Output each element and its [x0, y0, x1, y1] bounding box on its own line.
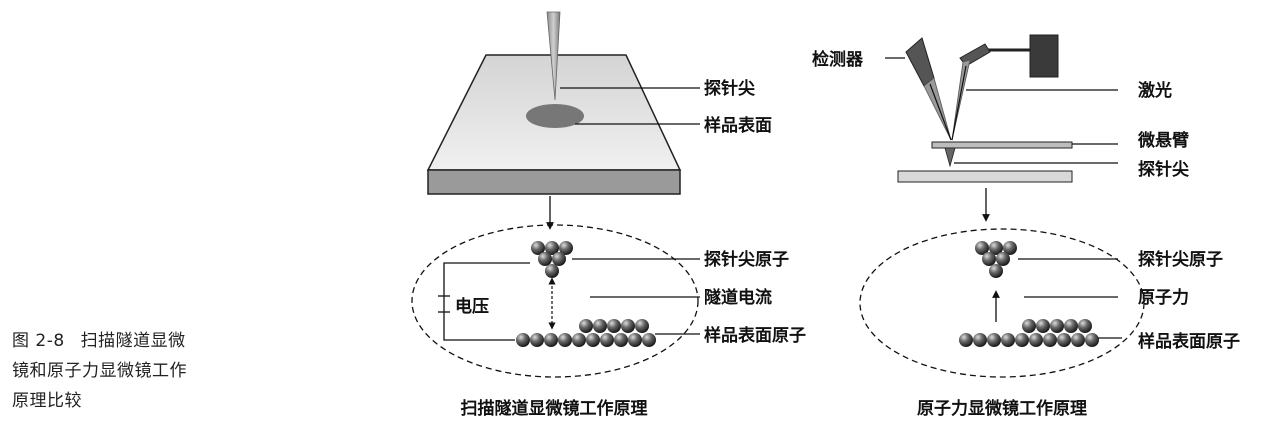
- afm-label-detector: 检测器: [812, 49, 864, 70]
- stm-label-probe-tip: 探针尖: [704, 78, 756, 99]
- caption-line-1: 扫描隧道显微: [80, 331, 186, 351]
- afm-title: 原子力显微镜工作原理: [917, 398, 1087, 419]
- afm-label-surface-atoms: 样品表面原子: [1138, 331, 1240, 352]
- afm-label-tip-atoms: 探针尖原子: [1138, 249, 1223, 270]
- afm-laser-beam: [951, 65, 967, 141]
- stm-zoom-ellipse: [411, 224, 699, 378]
- stm-surface-atoms: [516, 319, 656, 347]
- stm-surface-spot: [526, 104, 584, 128]
- stm-probe-tip: [546, 11, 561, 101]
- stm-voltage-bracket: [438, 262, 530, 341]
- afm-probe-tip: [944, 147, 956, 168]
- caption-line-3: 原理比较: [12, 391, 82, 411]
- stm-title: 扫描隧道显微镜工作原理: [461, 398, 648, 419]
- afm-detector: [905, 37, 952, 141]
- afm-tip-atoms: [975, 241, 1017, 278]
- afm-label-probe-tip: 探针尖: [1138, 159, 1190, 180]
- stm-diagram: 探针尖 样品表面: [411, 11, 806, 419]
- afm-diagram: 检测器 激光 微悬臂 探针尖: [812, 34, 1240, 419]
- stm-label-tip-atoms: 探针尖原子: [704, 249, 789, 270]
- afm-reflected-beam: [929, 83, 952, 141]
- stm-label-tunnel-current: 隧道电流: [704, 287, 772, 308]
- afm-laser-source: [951, 34, 1059, 141]
- afm-zoom-ellipse: [859, 228, 1145, 378]
- caption-number: 图 2-8: [12, 331, 65, 351]
- figure-caption: 图 2-8 扫描隧道显微 镜和原子力显微镜工作 原理比较: [12, 326, 252, 416]
- afm-sample: [897, 170, 1073, 183]
- stm-label-sample-surface: 样品表面: [704, 115, 772, 136]
- stm-label-voltage: 电压: [455, 296, 489, 317]
- afm-cantilever: [931, 141, 1073, 149]
- afm-label-cantilever: 微悬臂: [1137, 130, 1189, 151]
- afm-label-atomic-force: 原子力: [1138, 287, 1189, 308]
- caption-line-2: 镜和原子力显微镜工作: [12, 361, 187, 381]
- stm-tip-atoms: [531, 241, 573, 278]
- stm-label-surface-atoms: 样品表面原子: [704, 325, 806, 346]
- afm-label-laser: 激光: [1138, 80, 1172, 101]
- afm-surface-atoms: [959, 319, 1099, 347]
